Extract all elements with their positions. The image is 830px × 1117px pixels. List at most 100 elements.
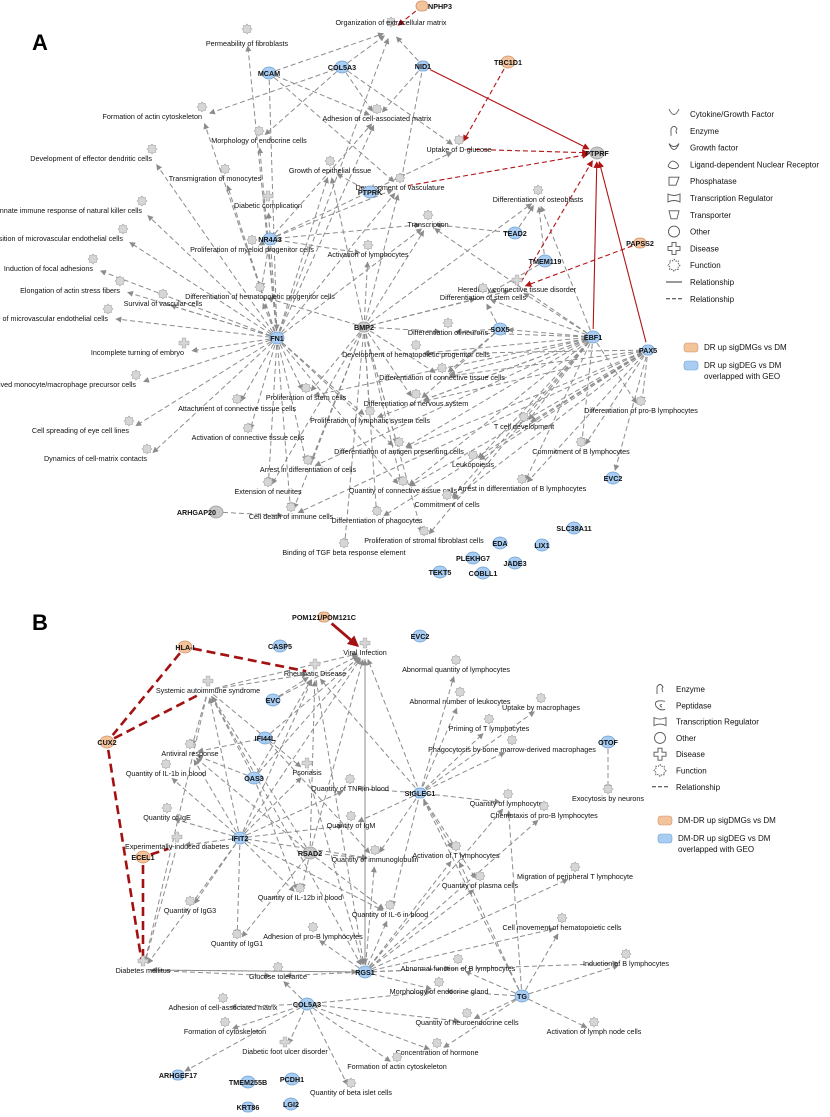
panel_a-letter: A — [32, 30, 48, 55]
panel_a-edge-arhgap20-cdic — [222, 511, 284, 519]
panel_b-node-label: EVC — [266, 696, 281, 705]
panel_a-edge-fn1-ite — [191, 338, 271, 353]
panel_a-node-lix1: LIX1 — [534, 538, 550, 552]
panel_b-node-label: Quantity of IgG3 — [164, 906, 216, 915]
panel_a-edge-sox5-dctc — [447, 333, 495, 373]
panel_a-node-label: Adhesion of cell-associated matrix — [322, 114, 431, 123]
panel_a-node-label: Entry into G1/S phase transition of micr… — [0, 234, 123, 243]
panel_b-node-label: Quantity of IL-6 in blood — [352, 910, 428, 919]
panel_a-node-label: PAPSS2 — [626, 239, 654, 248]
panel_a-node-doo: Differentiation of osteoblasts — [493, 184, 584, 204]
panel_b-edge-rgs1-cmhc — [371, 927, 555, 971]
panel_b-edge-rgs1-meg — [371, 973, 432, 991]
panel_a-edge-fn1-oecm — [278, 37, 390, 332]
panel_a-node-label: Arrest in mid-G1 phase of microvascular … — [0, 314, 108, 323]
panel_a-red-edge-dv-ptprf — [407, 152, 589, 187]
panel_b-edge-rgs1-afbl — [371, 965, 451, 973]
panel_a-node-adc: Arrest in differentiation of cells — [260, 454, 356, 474]
peptidase-icon — [654, 700, 666, 711]
panel_b-node-evc2: EVC2 — [411, 629, 430, 643]
panel_b-edge-col5a3-qnc — [313, 1004, 460, 1024]
panel_b-node-label: Antiviral response — [161, 749, 218, 758]
panel_b-node-ibl: Induction of B lymphocytes — [583, 948, 669, 968]
panel_a-node-label: Quantity of connective tissue cells — [349, 486, 458, 495]
panel_a-legend-label: Growth factor — [690, 144, 738, 153]
panel_a-edge-ptprk-get — [336, 173, 365, 190]
enzyme-icon — [656, 684, 664, 694]
panel_b-edge-ifit2-avr — [193, 759, 237, 833]
panel_a-edge-ebf1-psc — [313, 337, 587, 398]
panel_b-node-qil6: Quantity of IL-6 in blood — [352, 899, 428, 919]
panel_a-legend-phosphatase-icon: Phosphatase — [668, 176, 737, 186]
panel_b-edge-col5a3-arhgef17 — [184, 1006, 302, 1072]
panel_a-node-dv: Development of vasculature — [355, 172, 445, 192]
panel_a-edge-bmp2-aol — [363, 261, 371, 321]
panel_a-edge-sox5-dns — [421, 333, 496, 399]
panel_b-node-qpc: Quantity of plasma cells — [442, 870, 519, 890]
panel_a-node-fac: Formation of actin cytoskeleton — [103, 101, 208, 121]
panel_b-color-legend-label: DM-DR up sigDMGs vs DM — [678, 816, 776, 825]
panel_b-edge-tg-siglec1 — [423, 799, 520, 990]
panel_b-node-label: RSAD2 — [298, 849, 322, 858]
panel_b-node-ebn: Exocytosis by neurons — [572, 783, 644, 803]
panel_b-node-label: ARHGEF17 — [159, 1071, 197, 1080]
panel_b-node-label: Adhesion of pro-B lymphocytes — [263, 932, 363, 941]
panel_a-edge-mcam-dv — [273, 77, 395, 183]
panel_a-legend-enzyme-icon: Enzyme — [670, 125, 719, 136]
panel_b-legend-label: Transcription Regulator — [676, 718, 759, 727]
panel_b-node-label: KRT86 — [237, 1103, 260, 1112]
panel_b-edge-oas3-qil12 — [256, 784, 298, 891]
panel_b-node-rgs1: RGS1 — [355, 965, 375, 979]
phosphatase-icon — [668, 176, 680, 186]
panel_a-node-ifa: Induction of focal adhesions — [4, 253, 99, 273]
panel_a-edge-ebf1-coc — [451, 341, 589, 499]
panel_b-edge-siglec1-atl — [423, 798, 453, 849]
panel_a-edge-tead2-trans — [435, 222, 509, 233]
disease-icon — [667, 241, 681, 255]
panel_b-node-label: POM121/POM121C — [292, 613, 356, 622]
panel_a-node-csec: Cell spreading of eye cell lines — [32, 415, 135, 435]
panel_b-node-label: Glucose tolerance — [249, 972, 307, 981]
panel_b-node-qil1b: Quantity of IL-1b in blood — [126, 758, 206, 778]
panel_b-node-dm: Diabetes mellitus — [116, 955, 171, 975]
panel_a-node-qctc: Quantity of connective tissue cells — [349, 475, 458, 495]
panel_a-node-label: Incomplete turning of embryo — [91, 348, 184, 357]
panel_b-node-meg: Morphology of endocrine gland — [390, 976, 489, 996]
panel_a-edge-nid1-dv — [399, 72, 423, 180]
panel_a-node-label: Differentiation of nervous system — [364, 399, 469, 408]
panel_a-node-label: Differentiation of neurons — [408, 328, 489, 337]
panel_b-edge-sas-viral — [214, 652, 358, 689]
panel_a-legend-function-icon: Function — [667, 258, 721, 272]
panel_b-node-label: EVC2 — [411, 632, 430, 641]
panel_a-node-dsc: Differentiation of stem cells — [440, 282, 526, 302]
panel_a-edge-fn1-dcmc — [152, 342, 273, 453]
panel_b-edge-rgs1-atl — [368, 860, 452, 967]
panel_b-edge-ifit2-qige — [174, 817, 234, 837]
panel_a-node-label: Arrest in differentiation of B lymphocyt… — [458, 484, 587, 493]
panel_b-node-col5a3: COL5A3 — [293, 997, 321, 1011]
panel_a-node-mec: Morphology of endocrine cells — [211, 125, 307, 145]
panel_b-node-dfud: Diabetic foot ulcer disorder — [242, 1036, 328, 1056]
panel_a-node-don: Differentiation of neurons — [408, 317, 489, 337]
panel_a-edge-nr4a3-acam — [274, 123, 373, 235]
panel_b-node-pom121: POM121/POM121C — [292, 611, 356, 623]
panel_b-node-label: Quantity of neuroendocrine cells — [415, 1018, 518, 1027]
panel_b-node-gt: Glucose tolerance — [249, 961, 307, 981]
panel_b-edge-rgs1-mptl — [371, 878, 569, 970]
panel_b-node-label: Morphology of endocrine gland — [390, 987, 489, 996]
panel_a-node-label: Differentiation of osteoblasts — [493, 195, 584, 204]
panel_a-node-label: Cell death of immune cells — [249, 512, 334, 521]
panel_b-node-label: Quantity of IgE — [143, 813, 191, 822]
panel_a-legend-label: Transcription Regulator — [690, 194, 773, 203]
panel_a-edge-nid1-acam — [381, 70, 419, 113]
panel_b-node-label: Activation of T lymphocytes — [412, 851, 500, 860]
panel_b-node-viral: Viral Infection — [343, 637, 387, 657]
panel_a-edge-bmp2-dhpc — [267, 296, 358, 326]
panel_b-edge-siglec1-qlym — [426, 793, 501, 805]
panel_a-node-label: Proliferation of stromal fibroblast cell… — [364, 536, 484, 545]
panel_a-node-pof: Permeability of fibroblasts — [206, 23, 289, 48]
panel_a-node-label: SLC38A11 — [556, 524, 591, 533]
